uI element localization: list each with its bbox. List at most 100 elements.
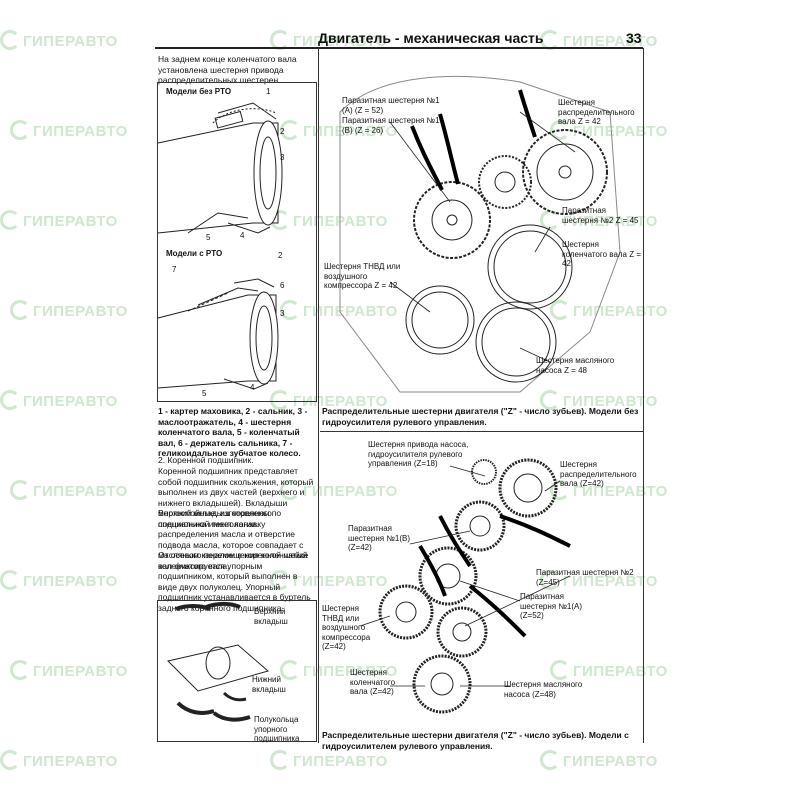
watermark-icon [10,480,30,500]
label-crankshaft-gear: Шестерня коленчатого вала Z = 42 [562,240,642,268]
figure-caption-left: 1 - картер маховика, 2 - сальник, 3 - ма… [158,406,308,458]
watermark-text: ГИПЕРАВТО [33,483,128,500]
watermark-icon [550,480,570,500]
page-title: Двигатель - механическая часть [318,30,544,46]
label-idler-2-2: Паразитная шестерня №2 (Z=45) [536,568,634,587]
main-bearing-paragraph-1: Коренной подшипник представляет собой по… [158,466,314,529]
watermark-icon [280,120,300,140]
watermark-logo: ГИПЕРАВТО [10,120,128,140]
watermark-text: ГИПЕРАВТО [23,573,118,590]
watermark-logo: ГИПЕРАВТО [280,120,398,140]
watermark-text: ГИПЕРАВТО [563,393,658,410]
label-thrust-rings: Полукольца упорного подшипника [254,715,300,743]
watermark-logo: ГИПЕРАВТО [0,570,118,590]
gear-train-figure-2: Шестерня привода насоса, гидроусилителя … [320,436,642,730]
callout-2b: 2 [278,251,283,260]
watermark-icon [270,750,290,770]
watermark-logo: ГИПЕРАВТО [540,750,658,770]
label-idler-1b-2: Паразитная шестерня №1(B) (Z=42) [348,524,411,552]
watermark-text: ГИПЕРАВТО [33,123,128,140]
watermark-logo: ГИПЕРАВТО [10,480,128,500]
callout-5b: 5 [202,389,207,398]
watermark-text: ГИПЕРАВТО [23,213,118,230]
label-idler-1a: Паразитная шестерня №1 (A) (Z = 52) [342,96,440,115]
watermark-icon [280,660,300,680]
watermark-logo: ГИПЕРАВТО [10,300,128,320]
watermark-logo: ГИПЕРАВТО [270,570,388,590]
watermark-icon [280,300,300,320]
label-upper-shell: Верхний вкладыш [254,607,288,626]
watermark-text: ГИПЕРАВТО [563,753,658,770]
watermark-text: ГИПЕРАВТО [293,753,388,770]
watermark-icon [0,390,20,410]
label-no-pto: Модели без PTO [166,87,232,96]
watermark-text: ГИПЕРАВТО [303,303,398,320]
label-power-steering-pump-gear: Шестерня привода насоса, гидроусилителя … [368,440,469,468]
label-injection-pump-gear-2: Шестерня ТНВД или воздушного компрессора… [322,604,371,651]
watermark-icon [540,390,560,410]
watermark-icon [10,300,30,320]
watermark-icon [270,390,290,410]
watermark-text: ГИПЕРАВТО [563,213,658,230]
watermark-icon [280,480,300,500]
watermark-text: ГИПЕРАВТО [33,663,128,680]
page-number: 33 [626,30,642,46]
callout-7: 7 [172,265,177,274]
callout-6: 6 [280,281,285,290]
main-bearing-paragraph-3: От осевого перемещения коленчатый вал фи… [158,550,311,613]
callout-3b: 3 [280,309,285,318]
label-injection-pump-gear: Шестерня ТНВД или воздушного компрессора… [324,262,401,290]
watermark-text: ГИПЕРАВТО [563,33,658,50]
callout-3: 3 [280,153,285,162]
watermark-icon [0,30,20,50]
watermark-logo: ГИПЕРАВТО [540,570,658,590]
watermark-icon [10,120,30,140]
watermark-logo: ГИПЕРАВТО [0,210,118,230]
watermark-text: ГИПЕРАВТО [23,753,118,770]
crankshaft-drawing [157,102,283,390]
watermark-text: ГИПЕРАВТО [33,303,128,320]
watermark-text: ГИПЕРАВТО [303,483,398,500]
watermark-logo: ГИПЕРАВТО [270,750,388,770]
watermark-icon [550,660,570,680]
label-camshaft-gear-2: Шестерня распределительного вала (Z=42) [560,460,637,488]
watermark-icon [270,570,290,590]
label-idler-2: Паразитная шестерня №2 Z = 45 [562,206,639,225]
bearing-drawing [167,602,270,722]
watermark-logo: ГИПЕРАВТО [10,660,128,680]
figure-divider [320,431,643,432]
watermark-text: ГИПЕРАВТО [303,663,398,680]
watermark-icon [0,750,20,770]
gear-train-drawing-2 [359,458,571,714]
label-pto: Модели с PTO [166,249,223,258]
right-edge-rule [643,48,644,743]
header-divider [155,47,643,49]
watermark-icon [540,570,560,590]
main-bearing-paragraph-2: Верхний вкладыш коренного подшипника име… [158,508,309,571]
label-idler-1b: Паразитная шестерня №1 (B) (Z = 26) [342,116,440,135]
main-bearing-heading: 2. Коренной подшипник. [158,455,254,465]
label-camshaft-gear: Шестерня распределительного вала Z = 42 [558,98,635,126]
label-idler-1a-2: Паразитная шестерня №1(A) (Z=52) [520,592,583,620]
callout-2: 2 [280,127,285,136]
watermark-icon [0,210,20,230]
label-oil-pump-gear-2: Шестерня масляного насоса (Z=48) [504,680,583,699]
column-divider [318,48,319,743]
figure-caption-1: Распределительные шестерни двигателя ("Z… [322,406,639,427]
watermark-logo: ГИПЕРАВТО [0,390,118,410]
watermark-logo: ГИПЕРАВТО [280,480,398,500]
watermark-text: ГИПЕРАВТО [293,33,388,50]
label-lower-shell: Нижний вкладыш [252,675,286,694]
figure-caption-2: Распределительные шестерни двигателя ("Z… [322,730,629,751]
watermark-text: ГИПЕРАВТО [303,123,398,140]
gear-train-figure-1: Паразитная шестерня №1 (A) (Z = 52) Пара… [320,52,642,402]
callout-5: 5 [206,233,211,242]
callout-4b: 4 [250,383,255,392]
label-crankshaft-gear-2: Шестерня коленчатого вала (Z=42) [350,668,396,696]
watermark-text: ГИПЕРАВТО [23,393,118,410]
watermark-icon [550,300,570,320]
watermark-icon [550,120,570,140]
label-oil-pump-gear: Шестерня масляного насоса Z = 48 [536,356,615,375]
intro-text: На заднем конце коленчатого вала установ… [158,54,297,85]
crankshaft-figure: Модели без PTO Модели с PTO 1 2 3 4 5 2 … [157,82,317,402]
